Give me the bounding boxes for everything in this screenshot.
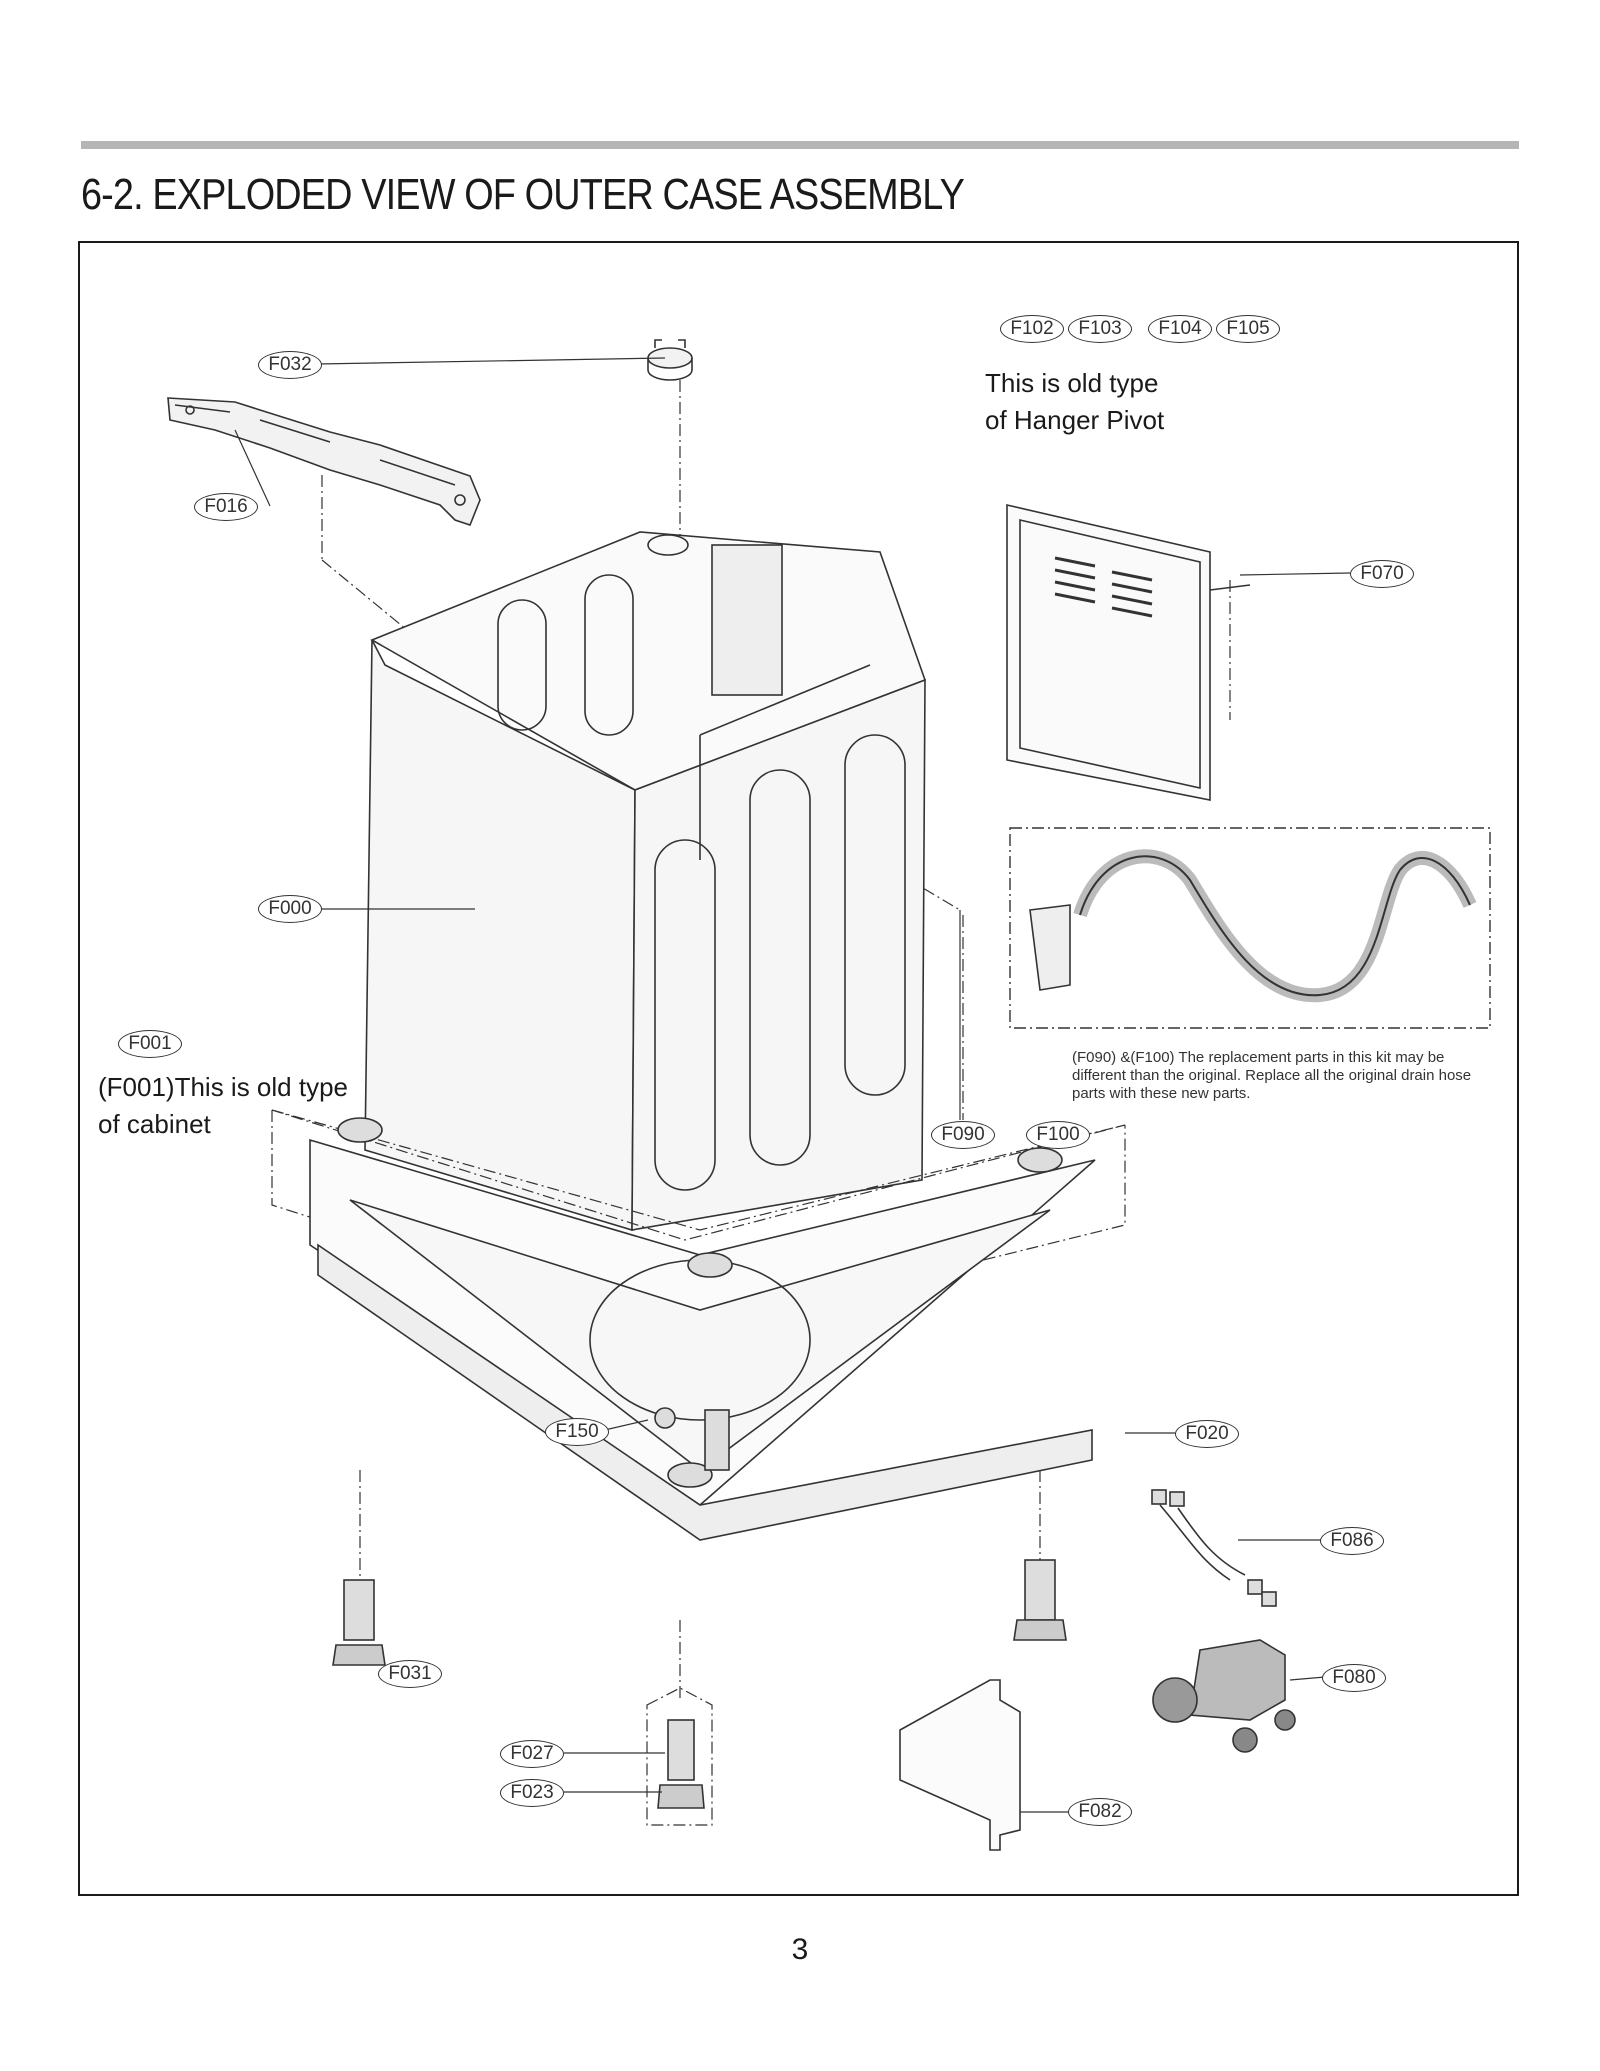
callout-f090: F090 xyxy=(931,1121,995,1149)
leveling-foot-right-part xyxy=(1013,1559,1067,1641)
callout-f032: F032 xyxy=(258,351,322,379)
drain-pump-part xyxy=(1152,1639,1296,1753)
callout-f070: F070 xyxy=(1350,560,1414,588)
callout-f027: F027 xyxy=(500,1740,564,1768)
section-title: 6-2. EXPLODED VIEW OF OUTER CASE ASSEMBL… xyxy=(81,170,965,219)
callout-f102: F102 xyxy=(1000,315,1064,343)
cabinet-note-line2: of cabinet xyxy=(98,1109,211,1139)
callout-f086: F086 xyxy=(1320,1527,1384,1555)
back-panel-part xyxy=(1006,503,1251,801)
page-number: 3 xyxy=(791,1933,809,1966)
callout-f031: F031 xyxy=(378,1660,442,1688)
callout-f016: F016 xyxy=(194,493,258,521)
drain-hose-part xyxy=(1029,849,1477,1003)
leg-bolt-group-box xyxy=(646,1687,713,1826)
base-frame-part xyxy=(271,1109,1126,1541)
top-rule xyxy=(81,141,1519,149)
diagram-frame xyxy=(78,241,1519,1896)
callout-f080: F080 xyxy=(1322,1664,1386,1692)
cabinet-note-line1: (F001)This is old type xyxy=(98,1072,348,1102)
callout-f100: F100 xyxy=(1026,1121,1090,1149)
callout-f020: F020 xyxy=(1175,1420,1239,1448)
callout-f000: F000 xyxy=(258,895,322,923)
drain-hose-group-box xyxy=(1009,827,1491,1029)
callout-f023: F023 xyxy=(500,1779,564,1807)
callout-f103: F103 xyxy=(1068,315,1132,343)
callout-f105: F105 xyxy=(1216,315,1280,343)
callout-f082: F082 xyxy=(1068,1798,1132,1826)
drain-parts-note: (F090) &(F100) The replacement parts in … xyxy=(1072,1049,1472,1102)
wire-harness-part xyxy=(1151,1489,1277,1607)
pump-bracket-part xyxy=(899,1679,1021,1851)
leg-bolt-part xyxy=(657,1719,705,1809)
hanger-note-line2: of Hanger Pivot xyxy=(985,405,1165,435)
callout-f001: F001 xyxy=(118,1030,182,1058)
clamp-part xyxy=(647,339,693,381)
hanger-note-line1: This is old type xyxy=(985,368,1159,398)
callout-f104: F104 xyxy=(1148,315,1212,343)
callout-f150: F150 xyxy=(545,1418,609,1446)
outer-cabinet-part xyxy=(364,531,927,1232)
hanger-bracket-part xyxy=(167,397,481,526)
leveling-foot-left-part xyxy=(332,1579,386,1666)
